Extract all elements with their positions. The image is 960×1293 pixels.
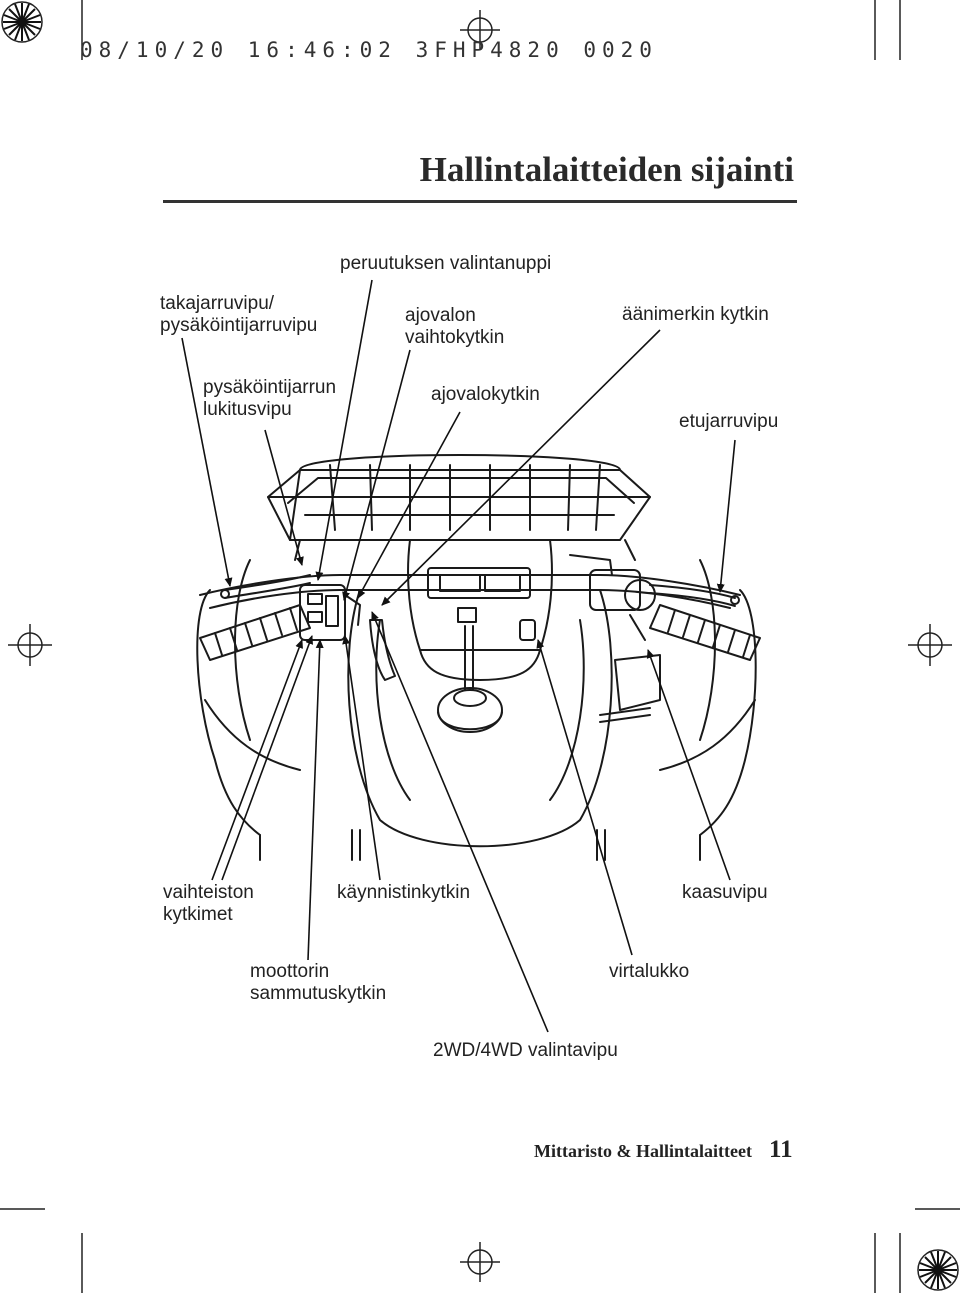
label-horn-button: äänimerkin kytkin [622, 304, 769, 325]
right-brake-lever [649, 584, 740, 607]
footer-section-title: Mittaristo & Hallintalaitteet [534, 1141, 752, 1161]
label-rear-brake-lever: takajarruvipu/ pysäköintijarruvipu [160, 293, 318, 336]
leader-dimmer-switch [342, 349, 411, 601]
starburst-mark-bottom-right [917, 1249, 959, 1291]
leader-ignition [536, 639, 633, 956]
leader-gearshift-b [221, 635, 313, 881]
leader-start [342, 635, 381, 881]
page-number: 11 [769, 1136, 793, 1163]
label-headlight-dimmer-switch: ajovalon vaihtokytkin [405, 305, 505, 348]
label-throttle-lever: kaasuvipu [682, 882, 768, 903]
leader-front-brake [716, 439, 736, 593]
title-rule [163, 200, 797, 203]
leader-drive-selector [371, 611, 549, 1033]
leader-horn [381, 329, 661, 606]
right-grip [649, 604, 761, 661]
body-outline [196, 559, 757, 861]
label-reverse-selector-knob: peruutuksen valintanuppi [340, 253, 552, 274]
leader-parking-lock [264, 429, 304, 566]
fuel-cap [437, 625, 503, 733]
label-parking-brake-lock: pysäköintijarrun lukitusvipu [203, 377, 337, 420]
leader-reverse-selector [315, 279, 373, 581]
registration-target-top [460, 10, 500, 50]
left-grip [199, 604, 311, 661]
front-rack [267, 454, 651, 561]
instrument-panel [407, 539, 553, 681]
starburst-mark-top-left [1, 1, 43, 43]
leader-gearshift-a [211, 639, 303, 881]
label-ignition-switch: virtalukko [609, 961, 690, 982]
print-stamp: 08/10/20 16:46:02 3FHP4820 0020 [80, 38, 658, 62]
left-brake-lever [220, 574, 311, 599]
label-start-button: käynnistinkytkin [337, 882, 471, 903]
registration-target-bottom [460, 1242, 500, 1282]
center-cowl [347, 589, 613, 848]
label-gearshift-switches: vaihteiston kytkimet [163, 882, 254, 925]
right-side-panel [599, 654, 661, 723]
leader-lines [181, 279, 736, 1033]
label-headlight-switch: ajovalokytkin [431, 384, 540, 405]
right-switch-housing [519, 554, 656, 641]
registration-target-left [8, 624, 52, 666]
leader-engine-stop [307, 639, 324, 961]
registration-target-right [908, 624, 952, 666]
label-engine-stop-switch: moottorin sammutuskytkin [250, 961, 387, 1004]
label-drive-selector-lever: 2WD/4WD valintavipu [433, 1040, 618, 1061]
leader-headlight-switch [357, 411, 461, 599]
leader-throttle [646, 649, 731, 881]
leader-rear-brake [181, 337, 233, 587]
page-title: Hallintalaitteiden sijainti [419, 150, 794, 189]
handlebar [199, 574, 741, 609]
label-front-brake-lever: etujarruvipu [679, 411, 779, 432]
